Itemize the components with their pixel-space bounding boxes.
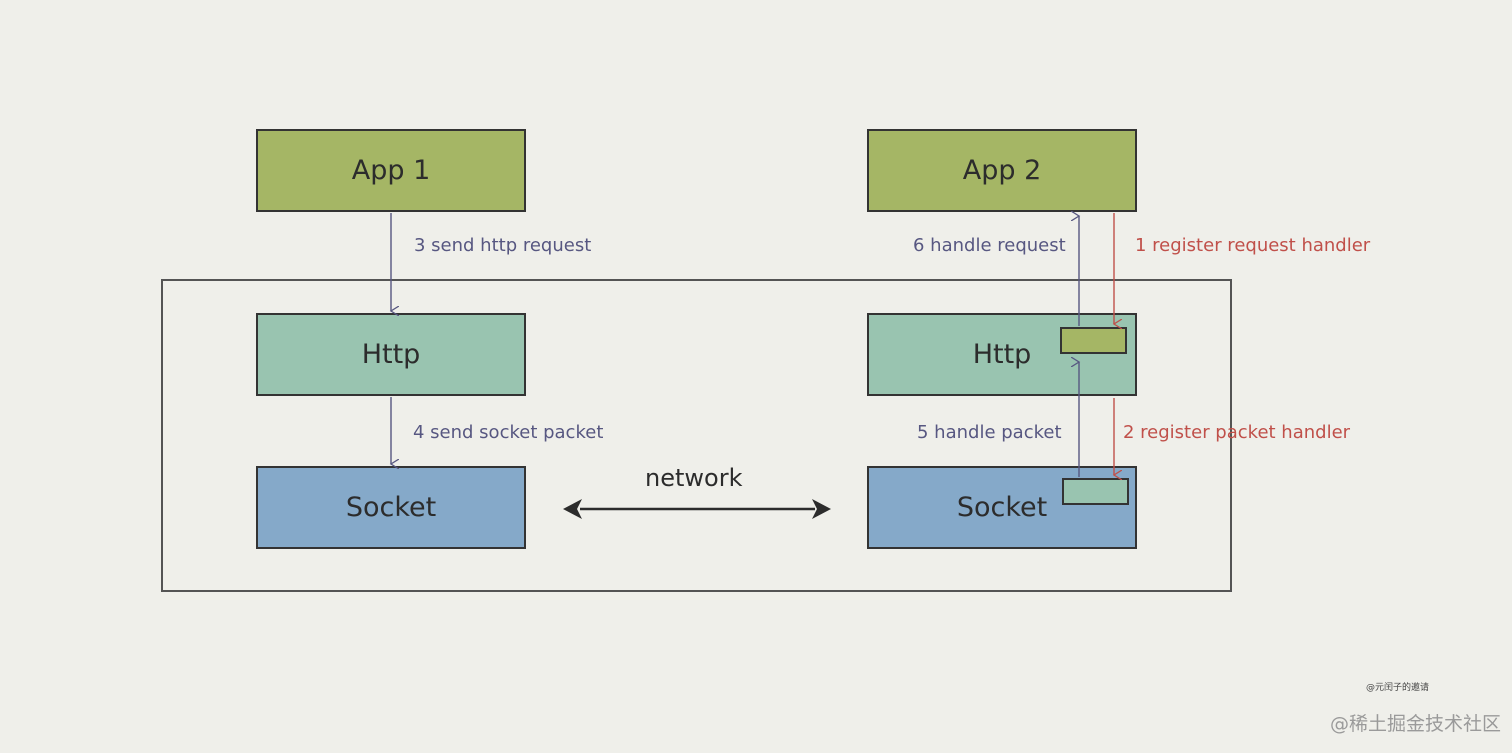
app2-label: App 2 bbox=[962, 155, 1042, 186]
http-left-label: Http bbox=[361, 339, 421, 370]
app1-node: App 1 bbox=[256, 129, 526, 212]
network-arrowhead-right bbox=[812, 499, 831, 519]
label-send-http-request: 3 send http request bbox=[414, 235, 592, 256]
label-handle-request: 6 handle request bbox=[913, 235, 1066, 256]
label-network: network bbox=[645, 464, 743, 492]
label-register-packet-handler: 2 register packet handler bbox=[1123, 422, 1351, 443]
network-arrowhead-left bbox=[563, 499, 582, 519]
site-watermark: @稀土掘金技术社区 bbox=[1330, 713, 1502, 735]
socket-left-node: Socket bbox=[256, 466, 526, 549]
app1-label: App 1 bbox=[351, 155, 431, 186]
socket-left-label: Socket bbox=[345, 492, 437, 523]
packet-handler-slot bbox=[1062, 478, 1129, 505]
app2-node: App 2 bbox=[867, 129, 1137, 212]
http-right-node: Http bbox=[867, 313, 1137, 396]
label-send-socket-packet: 4 send socket packet bbox=[413, 422, 604, 443]
http-left-node: Http bbox=[256, 313, 526, 396]
request-handler-slot bbox=[1060, 327, 1127, 354]
label-handle-packet: 5 handle packet bbox=[917, 422, 1062, 443]
label-register-request-handler: 1 register request handler bbox=[1135, 235, 1371, 256]
socket-right-label: Socket bbox=[956, 492, 1048, 523]
http-right-label: Http bbox=[972, 339, 1032, 370]
author-watermark: @元闰子的邀请 bbox=[1366, 683, 1430, 693]
system-boundary bbox=[161, 279, 1232, 592]
